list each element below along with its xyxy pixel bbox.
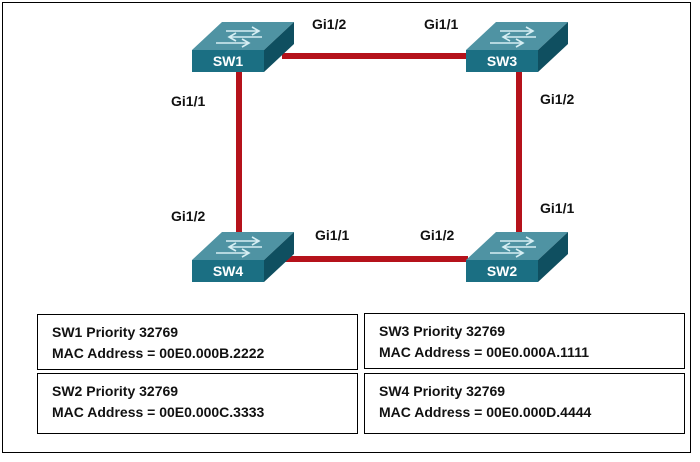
port-label-sw3-gi1-2: Gi1/2: [540, 91, 575, 107]
switch-sw1[interactable]: SW1: [192, 22, 294, 72]
mac-address-text: MAC Address = 00E0.000A.1111: [379, 344, 589, 360]
switch-icon: [466, 22, 568, 72]
info-box-sw2: SW2 Priority 32769 MAC Address = 00E0.00…: [37, 373, 358, 434]
mac-address-text: MAC Address = 00E0.000C.3333: [52, 404, 265, 420]
port-label-sw1-gi1-2: Gi1/2: [312, 16, 347, 32]
info-box-sw4: SW4 Priority 32769 MAC Address = 00E0.00…: [364, 373, 685, 434]
mac-address-text: MAC Address = 00E0.000D.4444: [379, 404, 592, 420]
switch-icon: [192, 232, 294, 282]
info-box-sw1: SW1 Priority 32769 MAC Address = 00E0.00…: [37, 314, 358, 370]
priority-text: SW2 Priority 32769: [52, 383, 179, 399]
switch-sw2[interactable]: SW2: [466, 232, 568, 282]
switch-label: SW2: [487, 263, 518, 279]
switch-label: SW3: [487, 53, 518, 69]
switch-icon: [192, 22, 294, 72]
port-label-sw3-gi1-1: Gi1/1: [424, 16, 459, 32]
switch-sw3[interactable]: SW3: [466, 22, 568, 72]
mac-address-text: MAC Address = 00E0.000B.2222: [52, 345, 265, 361]
port-label-sw4-gi1-1: Gi1/1: [315, 227, 350, 243]
port-label-sw4-gi1-2: Gi1/2: [171, 208, 206, 224]
switch-sw4[interactable]: SW4: [192, 232, 294, 282]
priority-text: SW3 Priority 32769: [379, 323, 506, 339]
switch-label: SW4: [213, 263, 244, 279]
priority-text: SW1 Priority 32769: [52, 324, 179, 340]
port-label-sw2-gi1-2: Gi1/2: [420, 227, 455, 243]
diagram-frame: [2, 2, 691, 453]
info-box-sw3: SW3 Priority 32769 MAC Address = 00E0.00…: [364, 313, 685, 369]
port-label-sw1-gi1-1: Gi1/1: [171, 93, 206, 109]
port-label-sw2-gi1-1: Gi1/1: [540, 200, 575, 216]
switch-icon: [466, 232, 568, 282]
switch-label: SW1: [213, 53, 244, 69]
priority-text: SW4 Priority 32769: [379, 383, 506, 399]
